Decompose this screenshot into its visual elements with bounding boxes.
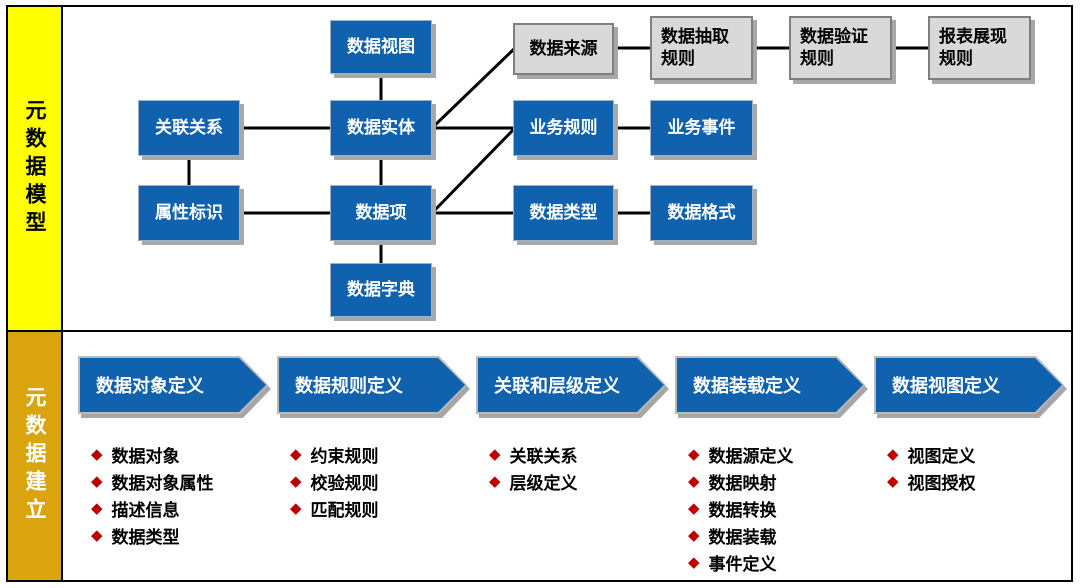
list-item: ◆ 数据映射 [688, 468, 875, 495]
list-item: ◆ 校验规则 [290, 468, 477, 495]
diamond-bullet-icon: ◆ [290, 500, 302, 517]
node-association-relation: 关联关系 [138, 100, 240, 156]
list-item: ◆ 数据装载 [688, 522, 875, 549]
connector-line [430, 47, 516, 130]
process-step-data-view-definition: 数据视图定义 ◆ 视图定义 ◆ 视图授权 [874, 356, 1074, 495]
diamond-bullet-icon: ◆ [489, 473, 501, 490]
process-step-item-list: ◆ 关联关系 ◆ 层级定义 [476, 441, 676, 495]
metadata-build-sidebar-label: 元数据建立 [23, 386, 46, 526]
diamond-bullet-icon: ◆ [688, 500, 700, 517]
process-step-item-list: ◆ 数据对象 ◆ 数据对象属性 ◆ 描述信息 ◆ 数据类型 [78, 441, 278, 549]
list-item-label: 约束规则 [310, 447, 379, 466]
list-item: ◆ 数据源定义 [688, 441, 875, 468]
diamond-bullet-icon: ◆ [91, 446, 103, 463]
list-item-label: 描述信息 [111, 501, 180, 520]
node-data-item: 数据项 [330, 185, 432, 241]
node-attribute-identifier: 属性标识 [138, 185, 240, 241]
node-business-event: 业务事件 [650, 100, 753, 156]
metadata-model-sidebar-label: 元数据模型 [23, 98, 46, 239]
node-data-extraction-rule: 数据抽取规则 [650, 16, 753, 80]
list-item-label: 数据对象属性 [111, 474, 214, 493]
list-item-label: 视图定义 [907, 447, 976, 466]
diamond-bullet-icon: ◆ [91, 473, 103, 490]
node-data-view: 数据视图 [330, 20, 432, 74]
node-report-presentation-rule: 报表展现规则 [928, 16, 1031, 80]
process-step-data-rule-definition: 数据规则定义 ◆ 约束规则 ◆ 校验规则 ◆ 匹配规则 [277, 356, 477, 522]
list-item: ◆ 数据转换 [688, 495, 875, 522]
list-item: ◆ 约束规则 [290, 441, 477, 468]
list-item: ◆ 关联关系 [489, 441, 676, 468]
list-item-label: 数据转换 [708, 501, 777, 520]
metadata-model-section: 元数据模型 数据视图 关联关系 数据实体 [6, 5, 1073, 332]
process-step-label: 数据规则定义 [295, 376, 403, 396]
list-item-label: 数据源定义 [708, 447, 794, 466]
process-step-item-list: ◆ 数据源定义 ◆ 数据映射 ◆ 数据转换 ◆ 数据装载 ◆ 事件定义 [675, 441, 875, 576]
process-step-label: 数据装载定义 [693, 376, 801, 396]
diamond-bullet-icon: ◆ [489, 446, 501, 463]
diamond-bullet-icon: ◆ [91, 500, 103, 517]
list-item: ◆ 视图定义 [887, 441, 1074, 468]
diamond-bullet-icon: ◆ [688, 554, 700, 571]
list-item: ◆ 数据对象 [91, 441, 278, 468]
diamond-bullet-icon: ◆ [688, 527, 700, 544]
node-data-format: 数据格式 [650, 185, 753, 241]
diamond-bullet-icon: ◆ [91, 527, 103, 544]
metadata-model-sidebar: 元数据模型 [8, 7, 63, 330]
connector-line [430, 127, 516, 215]
process-step-arrow: 数据规则定义 [277, 356, 467, 414]
diamond-bullet-icon: ◆ [290, 473, 302, 490]
list-item: ◆ 匹配规则 [290, 495, 477, 522]
list-item-label: 匹配规则 [310, 501, 379, 520]
list-item-label: 数据对象 [111, 447, 180, 466]
node-data-type: 数据类型 [513, 185, 614, 241]
process-step-item-list: ◆ 约束规则 ◆ 校验规则 ◆ 匹配规则 [277, 441, 477, 522]
process-step-arrow: 数据装载定义 [675, 356, 865, 414]
node-data-validation-rule: 数据验证规则 [789, 16, 892, 80]
list-item-label: 校验规则 [310, 474, 379, 493]
diamond-bullet-icon: ◆ [290, 446, 302, 463]
process-step-label: 关联和层级定义 [494, 376, 620, 396]
list-item-label: 数据装载 [708, 528, 777, 547]
node-data-source: 数据来源 [513, 23, 614, 75]
process-step-arrow: 关联和层级定义 [476, 356, 666, 414]
process-step-item-list: ◆ 视图定义 ◆ 视图授权 [874, 441, 1074, 495]
list-item-label: 数据类型 [111, 528, 180, 547]
process-step-arrow: 数据视图定义 [874, 356, 1064, 414]
list-item: ◆ 描述信息 [91, 495, 278, 522]
metadata-build-sidebar: 元数据建立 [8, 332, 63, 580]
process-step-data-object-definition: 数据对象定义 ◆ 数据对象 ◆ 数据对象属性 ◆ 描述信息 ◆ 数据类型 [78, 356, 278, 549]
list-item: ◆ 视图授权 [887, 468, 1074, 495]
list-item-label: 关联关系 [509, 447, 578, 466]
process-step-label: 数据视图定义 [892, 376, 1000, 396]
list-item-label: 视图授权 [907, 474, 976, 493]
diamond-bullet-icon: ◆ [887, 473, 899, 490]
node-business-rule: 业务规则 [513, 100, 614, 156]
diamond-bullet-icon: ◆ [688, 473, 700, 490]
metadata-build-section: 元数据建立 数据对象定义 ◆ 数据对象 ◆ 数据对象属性 ◆ 描述信息 ◆ 数据类型 数… [6, 330, 1073, 582]
node-data-dictionary: 数据字典 [330, 263, 432, 317]
process-step-label: 数据对象定义 [96, 376, 204, 396]
process-step-data-loading-definition: 数据装载定义 ◆ 数据源定义 ◆ 数据映射 ◆ 数据转换 ◆ 数据装载 ◆ 事件定义 [675, 356, 875, 576]
list-item: ◆ 层级定义 [489, 468, 676, 495]
list-item-label: 事件定义 [708, 555, 777, 574]
list-item: ◆ 数据类型 [91, 522, 278, 549]
list-item: ◆ 数据对象属性 [91, 468, 278, 495]
diamond-bullet-icon: ◆ [887, 446, 899, 463]
process-step-association-hierarchy-definition: 关联和层级定义 ◆ 关联关系 ◆ 层级定义 [476, 356, 676, 495]
diamond-bullet-icon: ◆ [688, 446, 700, 463]
list-item: ◆ 事件定义 [688, 549, 875, 576]
process-step-arrow: 数据对象定义 [78, 356, 268, 414]
list-item-label: 数据映射 [708, 474, 777, 493]
list-item-label: 层级定义 [509, 474, 578, 493]
node-data-entity: 数据实体 [330, 100, 432, 156]
